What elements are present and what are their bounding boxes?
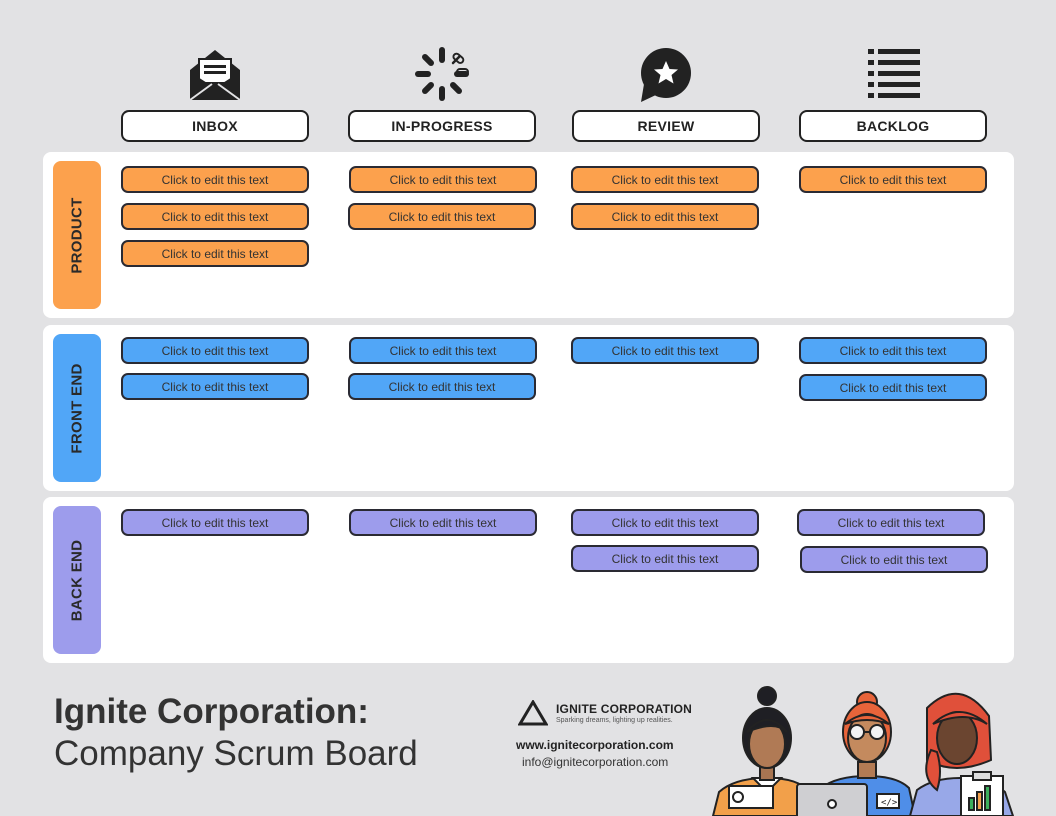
envelope-icon bbox=[189, 50, 241, 101]
column-header-backlog: BACKLOG bbox=[799, 110, 987, 142]
column-header-review: REVIEW bbox=[572, 110, 760, 142]
card-front-end-inbox-1[interactable]: Click to edit this text bbox=[121, 337, 309, 364]
column-header-inbox: INBOX bbox=[121, 110, 309, 142]
card-product-inbox-3[interactable]: Click to edit this text bbox=[121, 240, 309, 267]
page-title: Ignite Corporation: bbox=[54, 692, 369, 731]
page-subtitle: Company Scrum Board bbox=[54, 734, 418, 773]
website-link[interactable]: www.ignitecorporation.com bbox=[516, 738, 674, 752]
lane-label-front-end: FRONT END bbox=[53, 334, 101, 482]
lane-front-end: FRONT END Click to edit this text Click … bbox=[43, 325, 1014, 491]
card-back-end-backlog-2[interactable]: Click to edit this text bbox=[800, 546, 988, 573]
company-logo: IGNITE CORPORATION Sparking dreams, ligh… bbox=[518, 700, 692, 726]
lane-label-product: PRODUCT bbox=[53, 161, 101, 309]
company-name: IGNITE CORPORATION bbox=[556, 702, 693, 716]
card-product-review-1[interactable]: Click to edit this text bbox=[571, 166, 759, 193]
lane-back-end: BACK END Click to edit this text Click t… bbox=[43, 497, 1014, 663]
card-back-end-inbox-1[interactable]: Click to edit this text bbox=[121, 509, 309, 536]
card-front-end-in-progress-2[interactable]: Click to edit this text bbox=[348, 373, 536, 400]
card-product-in-progress-1[interactable]: Click to edit this text bbox=[349, 166, 537, 193]
card-back-end-backlog-1[interactable]: Click to edit this text bbox=[797, 509, 985, 536]
email-link[interactable]: info@ignitecorporation.com bbox=[522, 755, 669, 769]
team-illustration: </> bbox=[711, 686, 1015, 816]
card-product-inbox-2[interactable]: Click to edit this text bbox=[121, 203, 309, 230]
card-front-end-inbox-2[interactable]: Click to edit this text bbox=[121, 373, 309, 400]
card-front-end-backlog-2[interactable]: Click to edit this text bbox=[799, 374, 987, 401]
triangle-logo-icon bbox=[518, 700, 548, 726]
loading-spinner-icon bbox=[415, 47, 469, 101]
card-front-end-backlog-1[interactable]: Click to edit this text bbox=[799, 337, 987, 364]
card-back-end-in-progress-1[interactable]: Click to edit this text bbox=[349, 509, 537, 536]
star-speech-bubble-icon bbox=[641, 48, 691, 102]
company-tagline: Sparking dreams, lighting up realities. bbox=[556, 717, 673, 724]
card-front-end-in-progress-1[interactable]: Click to edit this text bbox=[349, 337, 537, 364]
svg-text:</>: </> bbox=[881, 798, 898, 808]
list-icon bbox=[868, 49, 920, 98]
lane-product: PRODUCT Click to edit this text Click to… bbox=[43, 152, 1014, 318]
card-back-end-review-1[interactable]: Click to edit this text bbox=[571, 509, 759, 536]
card-front-end-review-1[interactable]: Click to edit this text bbox=[571, 337, 759, 364]
lane-label-back-end: BACK END bbox=[53, 506, 101, 654]
card-product-in-progress-2[interactable]: Click to edit this text bbox=[348, 203, 536, 230]
card-product-inbox-1[interactable]: Click to edit this text bbox=[121, 166, 309, 193]
card-back-end-review-2[interactable]: Click to edit this text bbox=[571, 545, 759, 572]
column-header-in-progress: IN-PROGRESS bbox=[348, 110, 536, 142]
card-product-review-2[interactable]: Click to edit this text bbox=[571, 203, 759, 230]
card-product-backlog-1[interactable]: Click to edit this text bbox=[799, 166, 987, 193]
